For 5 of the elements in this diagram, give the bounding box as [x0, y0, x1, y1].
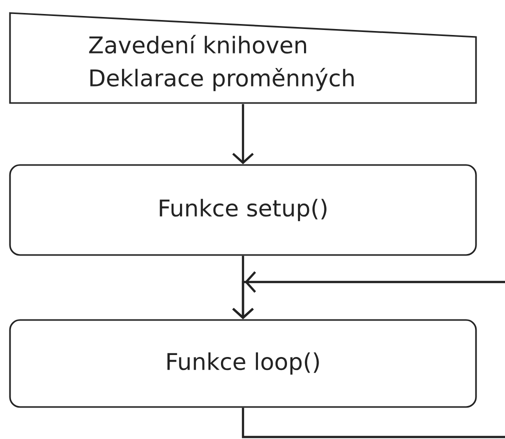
loop-arrow	[232, 271, 505, 438]
arrow	[232, 104, 254, 164]
input-box: Zavedení knihoven Deklarace proměnných	[9, 12, 477, 104]
process-box: Funkce setup()	[9, 164, 477, 256]
process-box: Funkce loop()	[9, 319, 477, 408]
